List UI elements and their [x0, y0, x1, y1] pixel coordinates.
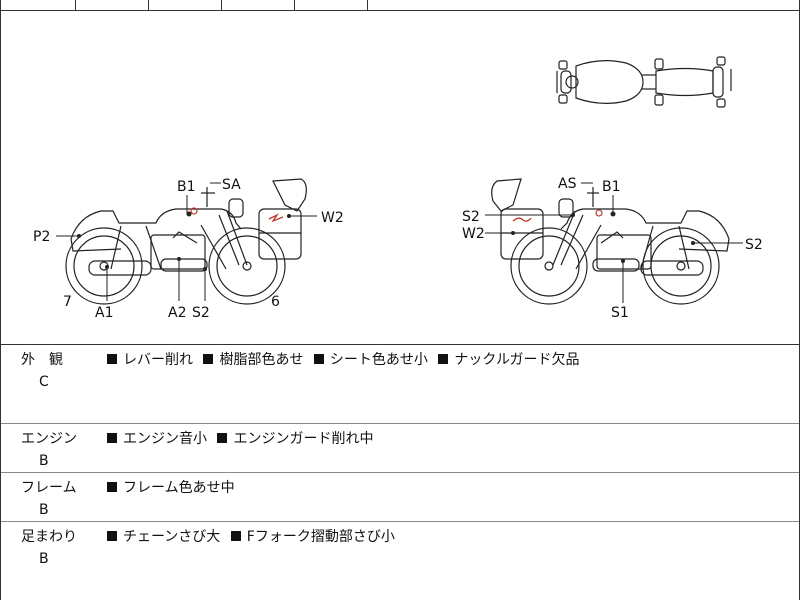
section-category: 外 観 — [21, 352, 63, 368]
section-exterior: 外 観 C レバー削れ 樹脂部色あせ シート色あせ小 ナックルガード欠品 — [1, 345, 799, 424]
note-item: チェーンさび大 — [107, 529, 220, 545]
diagram-label: P2 — [33, 229, 50, 245]
bullet-square-icon — [107, 354, 117, 364]
note-item: エンジン音小 — [107, 431, 207, 447]
bullet-square-icon — [313, 354, 324, 364]
section-engine: エンジン B エンジン音小 エンジンガード削れ中 — [1, 424, 799, 473]
diagram-label: SA — [222, 177, 241, 193]
note-item: ナックルガード欠品 — [438, 352, 580, 368]
note-item: 樹脂部色あせ — [203, 352, 303, 368]
left-side-motorcycle-icon — [65, 178, 307, 305]
bullet-square-icon — [107, 433, 117, 443]
header-table-remnant — [1, 0, 799, 11]
bullet-square-icon — [217, 433, 228, 443]
top-view-motorcycle-icon — [556, 56, 732, 108]
bullet-square-icon — [203, 354, 214, 364]
section-category: フレーム — [21, 480, 77, 496]
note-item: フレーム色あせ中 — [107, 480, 235, 496]
diagram-label: S2 — [462, 209, 480, 225]
note-item: Fフォーク摺動部さび小 — [230, 529, 395, 545]
diagram-svg: B1 SA W2 P2 7 A1 A2 S2 6 AS B1 S2 W2 S2 … — [33, 56, 763, 321]
diagram-label: B1 — [177, 179, 196, 195]
section-grade: B — [39, 502, 49, 518]
bullet-square-icon — [107, 531, 117, 541]
section-category: エンジン — [21, 431, 77, 447]
section-grade: B — [39, 453, 49, 469]
left-leader-lines — [56, 182, 317, 301]
note-item: シート色あせ小 — [313, 352, 428, 368]
diagram-label: A2 — [168, 305, 186, 321]
bullet-square-icon — [107, 482, 117, 492]
diagram-label: W2 — [321, 210, 344, 226]
diagram-label: S2 — [192, 305, 210, 321]
damage-marks — [77, 207, 695, 271]
right-leader-lines — [485, 182, 743, 303]
section-notes: フレーム色あせ中 — [107, 477, 241, 499]
diagram-label: 6 — [271, 294, 280, 310]
diagram-label: S1 — [611, 305, 629, 321]
motorcycle-damage-diagram: B1 SA W2 P2 7 A1 A2 S2 6 AS B1 S2 W2 S2 … — [1, 11, 799, 345]
bullet-square-icon — [438, 354, 449, 364]
note-item: レバー削れ — [107, 352, 193, 368]
section-notes: レバー削れ 樹脂部色あせ シート色あせ小 ナックルガード欠品 — [107, 349, 586, 371]
section-suspension: 足まわり B チェーンさび大 Fフォーク摺動部さび小 — [1, 522, 799, 600]
section-notes: エンジン音小 エンジンガード削れ中 — [107, 428, 379, 450]
diagram-label: W2 — [462, 226, 485, 242]
section-notes: チェーンさび大 Fフォーク摺動部さび小 — [107, 526, 401, 548]
diagram-label: 7 — [63, 294, 72, 310]
section-category: 足まわり — [21, 529, 77, 545]
section-grade: C — [39, 374, 49, 390]
section-grade: B — [39, 551, 49, 567]
diagram-label: AS — [558, 176, 577, 192]
diagram-label: B1 — [602, 179, 621, 195]
bullet-square-icon — [230, 531, 241, 541]
note-item: エンジンガード削れ中 — [217, 431, 373, 447]
section-frame: フレーム B フレーム色あせ中 — [1, 473, 799, 522]
diagram-label: S2 — [745, 237, 763, 253]
diagram-label: A1 — [95, 305, 113, 321]
